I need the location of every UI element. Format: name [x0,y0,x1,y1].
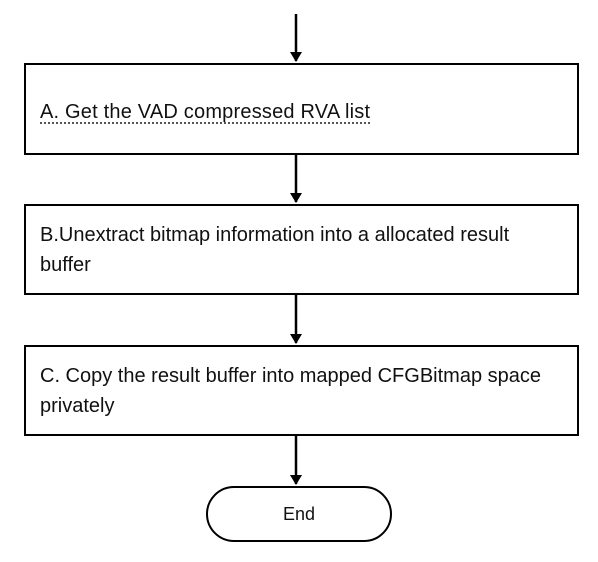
step-a-label: A. Get the VAD compressed RVA list [40,101,371,123]
end-terminal: End [206,486,392,542]
step-c-box: C. Copy the result buffer into mapped CF… [24,345,579,436]
step-b-label: B.Unextract bitmap information into a al… [40,223,510,276]
step-c-label: C. Copy the result buffer into mapped CF… [40,364,541,417]
step-b-box: B.Unextract bitmap information into a al… [24,204,579,295]
step-a-box: A. Get the VAD compressed RVA list [24,63,579,155]
end-label: End [282,504,316,524]
